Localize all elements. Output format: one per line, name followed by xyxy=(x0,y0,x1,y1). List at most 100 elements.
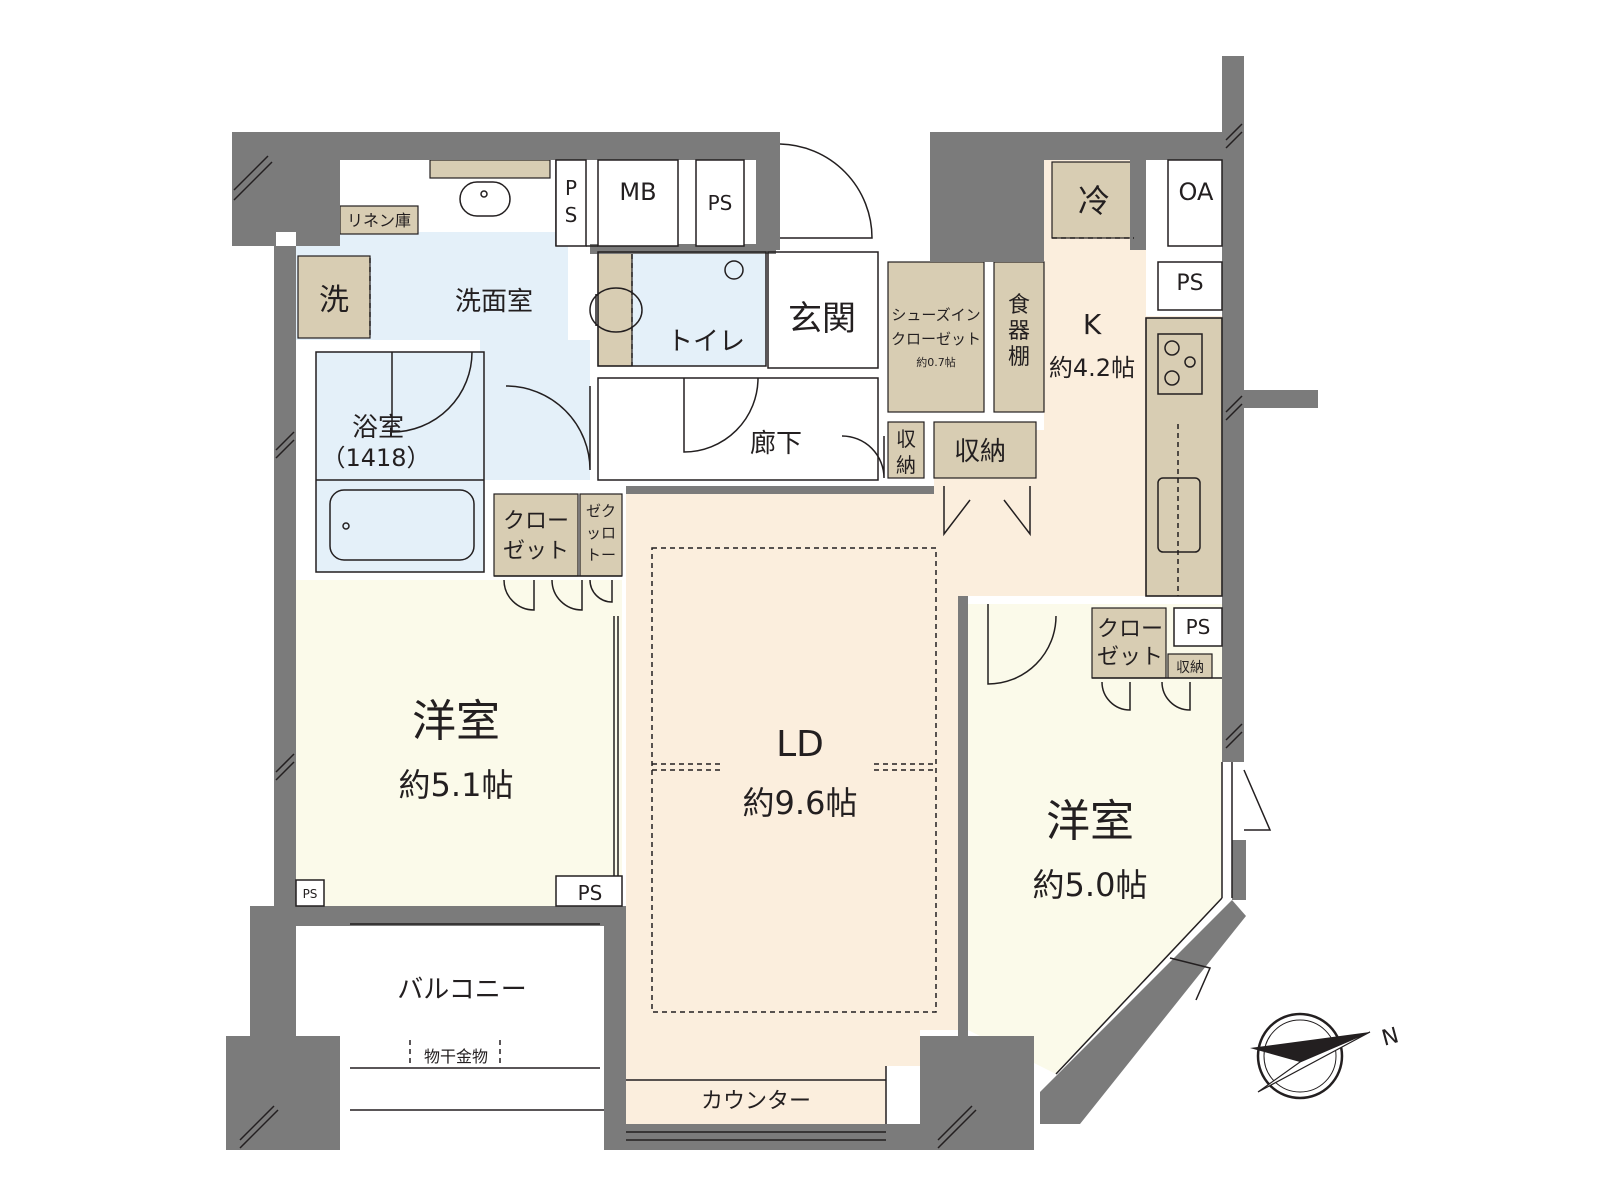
wall-right-lower xyxy=(1222,666,1244,762)
storage-small-fill xyxy=(887,421,925,479)
storage-fill xyxy=(933,421,1037,479)
western-left-floor xyxy=(296,580,622,906)
toilet-wall-fill xyxy=(597,251,633,367)
corner-block-bottom-left xyxy=(226,1036,340,1150)
ps-top-label: PS xyxy=(708,191,733,215)
closet-right-label-2: ゼット xyxy=(1097,645,1163,670)
cupboard-fill xyxy=(993,261,1045,413)
washroom-door xyxy=(505,385,591,471)
ps-right-mid-label: PS xyxy=(1186,615,1211,639)
oa-label: OA xyxy=(1179,178,1214,206)
ld-size: 約9.6帖 xyxy=(743,784,858,822)
cupboard-label-1: 食 xyxy=(1008,293,1030,318)
fridge-label: 冷 xyxy=(1078,182,1110,220)
ld-label: LD xyxy=(776,724,824,765)
shoe-closet-label-2: クローゼット xyxy=(891,330,981,348)
closet-left-small-label-2: ッロ xyxy=(586,524,616,542)
outer-wall-top-left xyxy=(232,132,586,246)
compass-label: N xyxy=(1379,1023,1401,1051)
wall-right-vertical xyxy=(1222,56,1244,666)
entrance-label: 玄関 xyxy=(788,299,856,339)
western-left-size: 約5.1帖 xyxy=(399,766,514,804)
bath-label: 浴室 xyxy=(352,413,404,443)
washer-label: 洗 xyxy=(319,283,349,318)
storage-small-label-1: 収 xyxy=(896,427,916,451)
corner-block-top-left xyxy=(232,132,276,246)
western-right-size: 約5.0帖 xyxy=(1033,866,1148,904)
ld-kitchen-floor xyxy=(626,160,1222,1124)
window-door-right xyxy=(1243,769,1272,831)
closet-left-small-label-3: トー xyxy=(586,546,616,564)
corner-block-bottom-right xyxy=(920,1036,1034,1150)
outer-wall-left xyxy=(274,246,296,906)
ps-left-bottom-label: PS xyxy=(578,881,603,905)
storage-door-right xyxy=(1003,486,1031,537)
hatching xyxy=(233,123,1243,1149)
wall-bottom xyxy=(604,1124,920,1150)
kitchen-label: K xyxy=(1083,308,1102,341)
counter-label: カウンター xyxy=(701,1089,811,1114)
ps-right-top-label: PS xyxy=(1176,271,1203,296)
mb-label: MB xyxy=(619,178,656,206)
linen-fill xyxy=(339,205,419,235)
fridge-fill xyxy=(1051,161,1135,239)
closet-right-fill xyxy=(1091,607,1167,679)
closet-left-fill xyxy=(493,493,579,577)
closet-left-door-1 xyxy=(503,579,535,611)
window-door-angled xyxy=(1169,957,1212,1001)
storage-right-small-label: 収納 xyxy=(1176,660,1204,676)
wall-top-middle xyxy=(586,132,780,250)
wall-angled xyxy=(1040,900,1246,1124)
closet-left-door-3 xyxy=(589,579,613,603)
washroom-lower-floor xyxy=(480,340,590,480)
closet-left-label-1: クロー xyxy=(503,509,569,534)
entrance-door xyxy=(779,143,873,239)
shoe-closet-fill xyxy=(887,261,985,413)
storage-small-door xyxy=(841,435,885,479)
balcony-wall-left xyxy=(250,906,296,1036)
storage-door-left xyxy=(943,486,971,537)
hall-door xyxy=(683,377,759,453)
room-fills xyxy=(296,159,1223,1124)
wall-ld-right xyxy=(958,596,968,1036)
western-right-floor xyxy=(968,604,1222,1074)
closet-left-door-2 xyxy=(551,579,583,611)
labels: リネン庫 洗 洗面室 P S MB PS トイレ 玄関 シューズイン クローゼッ… xyxy=(303,176,1214,1114)
closet-right-door-1 xyxy=(1101,681,1131,711)
kitchen-size: 約4.2帖 xyxy=(1049,354,1135,382)
vanity-fill xyxy=(429,159,551,179)
bath-floor xyxy=(316,352,484,572)
ps-vertical-label-2: S xyxy=(565,203,578,227)
closet-left-small-label-1: ゼク xyxy=(586,502,616,520)
shoe-closet-size: 約0.7帖 xyxy=(916,355,956,369)
wall-middle-vertical xyxy=(604,906,626,1124)
cupboard-label-3: 棚 xyxy=(1008,345,1030,370)
closet-right-label-1: クロー xyxy=(1097,617,1163,642)
wall-hall-top xyxy=(590,244,776,254)
wall-right-spur xyxy=(1244,390,1318,408)
closet-left-small-fill xyxy=(579,493,623,577)
cupboard-label-2: 器 xyxy=(1008,319,1030,344)
western-left-label: 洋室 xyxy=(412,696,500,747)
closet-left-label-2: ゼット xyxy=(503,539,569,564)
western-right-door xyxy=(987,604,1057,685)
bath-size: （1418） xyxy=(321,444,430,472)
toilet-label: トイレ xyxy=(667,327,745,357)
western-right-label: 洋室 xyxy=(1046,796,1134,847)
ps-left-bottom-small-label: PS xyxy=(303,887,318,901)
internal-lines xyxy=(315,160,1233,1141)
wall-middle-left xyxy=(296,906,626,926)
storage-small-label-2: 納 xyxy=(896,453,916,477)
ps-vertical-label-1: P xyxy=(565,176,577,200)
dashed-lines xyxy=(369,237,1179,1066)
balcony-label: バルコニー xyxy=(397,975,526,1005)
shoe-closet-label-1: シューズイン xyxy=(891,306,980,324)
wall-right-lower2 xyxy=(1232,840,1246,900)
bath-door xyxy=(391,351,473,433)
utility-boxes xyxy=(295,159,1223,907)
washroom-label: 洗面室 xyxy=(455,287,533,317)
closet-right-door-2 xyxy=(1161,681,1191,711)
wall-ld-top xyxy=(626,486,934,494)
north-arrow-icon: N xyxy=(1250,1012,1402,1100)
